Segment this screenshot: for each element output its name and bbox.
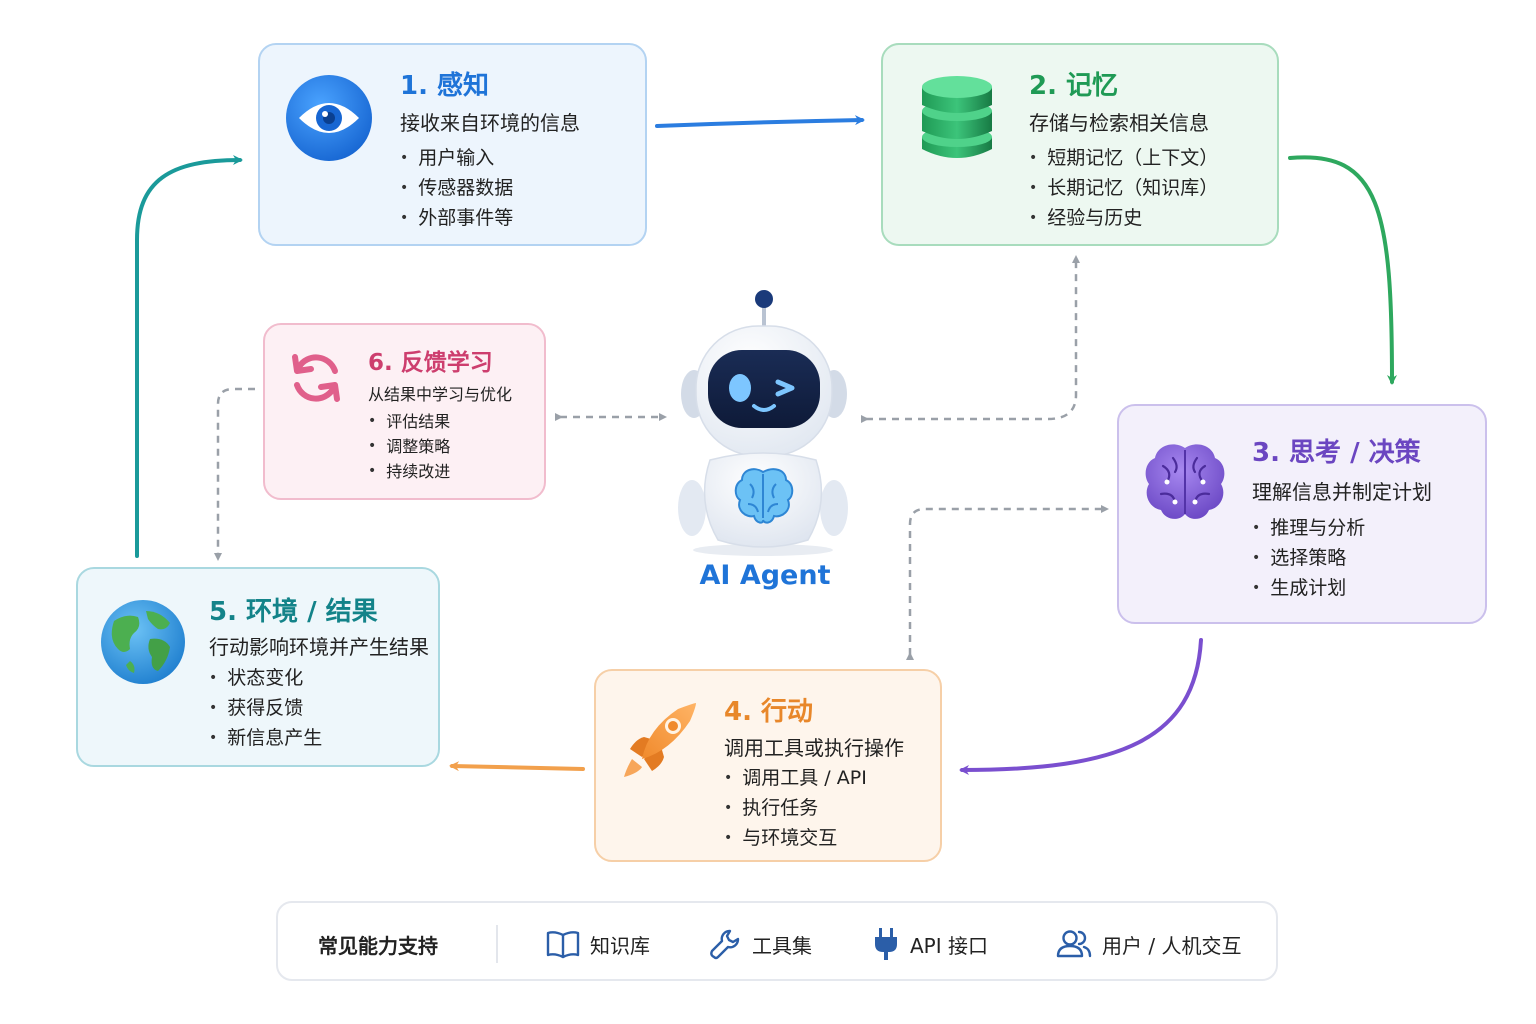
list-item: 获得反馈 [209, 693, 322, 723]
capability-api: API 接口 [872, 925, 988, 963]
thinking-title: 3. 思考 / 决策 [1252, 438, 1421, 468]
capability-toolset: 工具集 [708, 925, 812, 963]
arrow-thinking-to-action [959, 638, 1203, 775]
action-title: 4. 行动 [724, 697, 814, 727]
brain-icon [1145, 444, 1225, 519]
action-desc: 调用工具或执行操作 [724, 736, 904, 760]
divider [496, 925, 498, 963]
card-memory: 2. 记忆 存储与检索相关信息 短期记忆（上下文） 长期记忆（知识库） 经验与历… [881, 43, 1279, 246]
perception-list: 用户输入 传感器数据 外部事件等 [400, 143, 513, 233]
capabilities-title: 常见能力支持 [318, 934, 438, 958]
globe-icon [101, 600, 185, 684]
list-item: 用户输入 [400, 143, 513, 173]
list-item: 持续改进 [368, 459, 450, 484]
dashed-feedback-environment [214, 387, 255, 561]
memory-title: 2. 记忆 [1029, 71, 1119, 101]
users-icon [1056, 930, 1092, 958]
list-item: 长期记忆（知识库） [1029, 173, 1218, 203]
list-item: 调用工具 / API [724, 763, 867, 793]
refresh-icon [292, 354, 340, 402]
card-environment: 5. 环境 / 结果 行动影响环境并产生结果 状态变化 获得反馈 新信息产生 [76, 567, 440, 767]
environment-list: 状态变化 获得反馈 新信息产生 [209, 663, 322, 753]
list-item: 经验与历史 [1029, 203, 1218, 233]
card-action: 4. 行动 调用工具或执行操作 调用工具 / API 执行任务 与环境交互 [594, 669, 942, 862]
list-item: 新信息产生 [209, 723, 322, 753]
list-item: 生成计划 [1252, 573, 1365, 603]
list-item: 短期记忆（上下文） [1029, 143, 1218, 173]
card-perception: 1. 感知 接收来自环境的信息 用户输入 传感器数据 外部事件等 [258, 43, 647, 246]
robot-icon [678, 290, 848, 556]
environment-title: 5. 环境 / 结果 [209, 597, 378, 627]
environment-desc: 行动影响环境并产生结果 [209, 635, 429, 659]
capability-knowledge-base: 知识库 [546, 925, 650, 963]
arrow-environment-to-perception [135, 155, 243, 558]
arrow-perception-to-memory [655, 115, 865, 128]
thinking-list: 推理与分析 选择策略 生成计划 [1252, 513, 1365, 603]
book-icon [546, 931, 580, 959]
list-item: 状态变化 [209, 663, 322, 693]
list-item: 选择策略 [1252, 543, 1365, 573]
memory-desc: 存储与检索相关信息 [1029, 111, 1209, 135]
memory-list: 短期记忆（上下文） 长期记忆（知识库） 经验与历史 [1029, 143, 1218, 233]
arrow-action-to-environment [449, 761, 585, 772]
feedback-title: 6. 反馈学习 [368, 350, 493, 376]
arrow-memory-to-thinking [1288, 155, 1397, 385]
capability-label: 知识库 [590, 933, 650, 958]
capability-label: 工具集 [752, 933, 812, 958]
eye-icon [286, 75, 372, 161]
rocket-icon [624, 703, 696, 777]
perception-title: 1. 感知 [400, 71, 490, 101]
list-item: 外部事件等 [400, 203, 513, 233]
dashed-action-thinking [906, 505, 1109, 660]
list-item: 评估结果 [368, 409, 450, 434]
list-item: 传感器数据 [400, 173, 513, 203]
dashed-agent-memory [861, 255, 1080, 423]
action-list: 调用工具 / API 执行任务 与环境交互 [724, 763, 867, 853]
capability-user-interaction: 用户 / 人机交互 [1056, 925, 1241, 963]
thinking-desc: 理解信息并制定计划 [1252, 480, 1432, 504]
perception-desc: 接收来自环境的信息 [400, 111, 580, 135]
feedback-desc: 从结果中学习与优化 [368, 385, 513, 404]
capabilities-bar: 常见能力支持 知识库 工具集 API 接口 用户 / 人机交互 [276, 901, 1278, 981]
capability-label: 用户 / 人机交互 [1102, 933, 1242, 958]
agent-label: AI Agent [699, 560, 831, 591]
card-feedback: 6. 反馈学习 从结果中学习与优化 评估结果 调整策略 持续改进 [263, 323, 546, 500]
database-icon [922, 76, 992, 158]
list-item: 执行任务 [724, 793, 867, 823]
feedback-list: 评估结果 调整策略 持续改进 [368, 409, 450, 484]
wrench-icon [710, 929, 740, 960]
card-thinking: 3. 思考 / 决策 理解信息并制定计划 推理与分析 选择策略 生成计划 [1117, 404, 1487, 624]
capability-label: API 接口 [910, 933, 988, 958]
list-item: 推理与分析 [1252, 513, 1365, 543]
list-item: 与环境交互 [724, 823, 867, 853]
list-item: 调整策略 [368, 434, 450, 459]
plug-icon [875, 928, 897, 960]
